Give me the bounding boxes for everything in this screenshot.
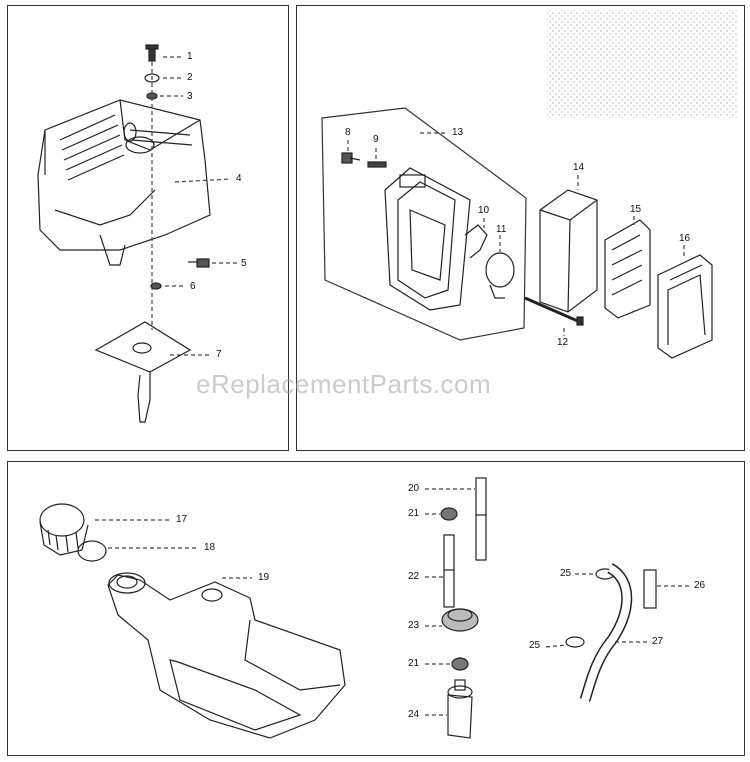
callout-4: 4 — [236, 173, 242, 184]
watermark-text: eReplacementParts.com — [196, 369, 492, 399]
callout-20: 20 — [408, 483, 420, 494]
callout-2: 2 — [187, 72, 193, 83]
air-filter-base-part — [384, 167, 471, 311]
callout-18: 18 — [204, 542, 216, 553]
callout-14: 14 — [573, 162, 585, 173]
callout-23: 23 — [408, 620, 420, 631]
callout-7: 7 — [216, 349, 222, 360]
callout-26: 26 — [694, 580, 706, 591]
callout-25b: 25 — [529, 640, 541, 651]
fuel-filter-part — [447, 679, 473, 739]
fuel-tank-part — [107, 572, 346, 739]
callout-19: 19 — [258, 572, 270, 583]
callout-15: 15 — [630, 204, 642, 215]
callout-16: 16 — [679, 233, 691, 244]
panel-engine-cover — [7, 5, 289, 451]
grommet-21b-part — [451, 657, 469, 671]
bracket-part — [94, 321, 192, 423]
bolt-part — [145, 44, 159, 62]
callout-5: 5 — [241, 258, 247, 269]
callout-22: 22 — [408, 571, 420, 582]
grommet-part — [150, 282, 162, 290]
filter-element-part — [539, 189, 598, 313]
cap-seal-part — [77, 540, 107, 562]
callout-13: 13 — [452, 127, 464, 138]
callout-8: 8 — [345, 127, 351, 138]
fuel-hose-27-part — [579, 563, 633, 702]
fuel-tube-20-part — [475, 477, 487, 561]
washer-part — [144, 73, 160, 83]
choke-plate-part — [485, 252, 515, 299]
callout-21a: 21 — [408, 508, 420, 519]
callout-11: 11 — [496, 224, 507, 235]
fuel-cap-part — [39, 503, 89, 556]
callout-3: 3 — [187, 91, 193, 102]
stippled-area — [547, 10, 737, 118]
callout-10: 10 — [478, 205, 490, 216]
callout-21b: 21 — [408, 658, 420, 669]
callout-27: 27 — [652, 636, 664, 647]
choke-lever-part — [464, 224, 488, 259]
long-bolt-part — [524, 296, 584, 326]
filter-cover-part — [657, 254, 713, 359]
assembly-outline — [321, 107, 527, 341]
callout-12: 12 — [557, 337, 569, 348]
filter-holder-part — [604, 219, 651, 319]
callout-9: 9 — [373, 134, 379, 145]
engine-cover-part — [37, 99, 211, 266]
callout-1: 1 — [187, 51, 193, 62]
screw-part — [188, 258, 210, 268]
callout-17: 17 — [176, 514, 188, 525]
fuel-tube-22-part — [443, 534, 455, 608]
hose-26-part — [643, 569, 657, 609]
callout-24: 24 — [408, 709, 420, 720]
bolt-9-part — [367, 161, 387, 168]
callout-25a: 25 — [560, 568, 572, 579]
hose-clamp-25b-part — [565, 636, 585, 648]
callout-6: 6 — [190, 281, 196, 292]
screw-8-part — [341, 152, 361, 164]
tank-grommet-23-part — [441, 608, 479, 632]
grommet-21a-part — [440, 507, 458, 521]
